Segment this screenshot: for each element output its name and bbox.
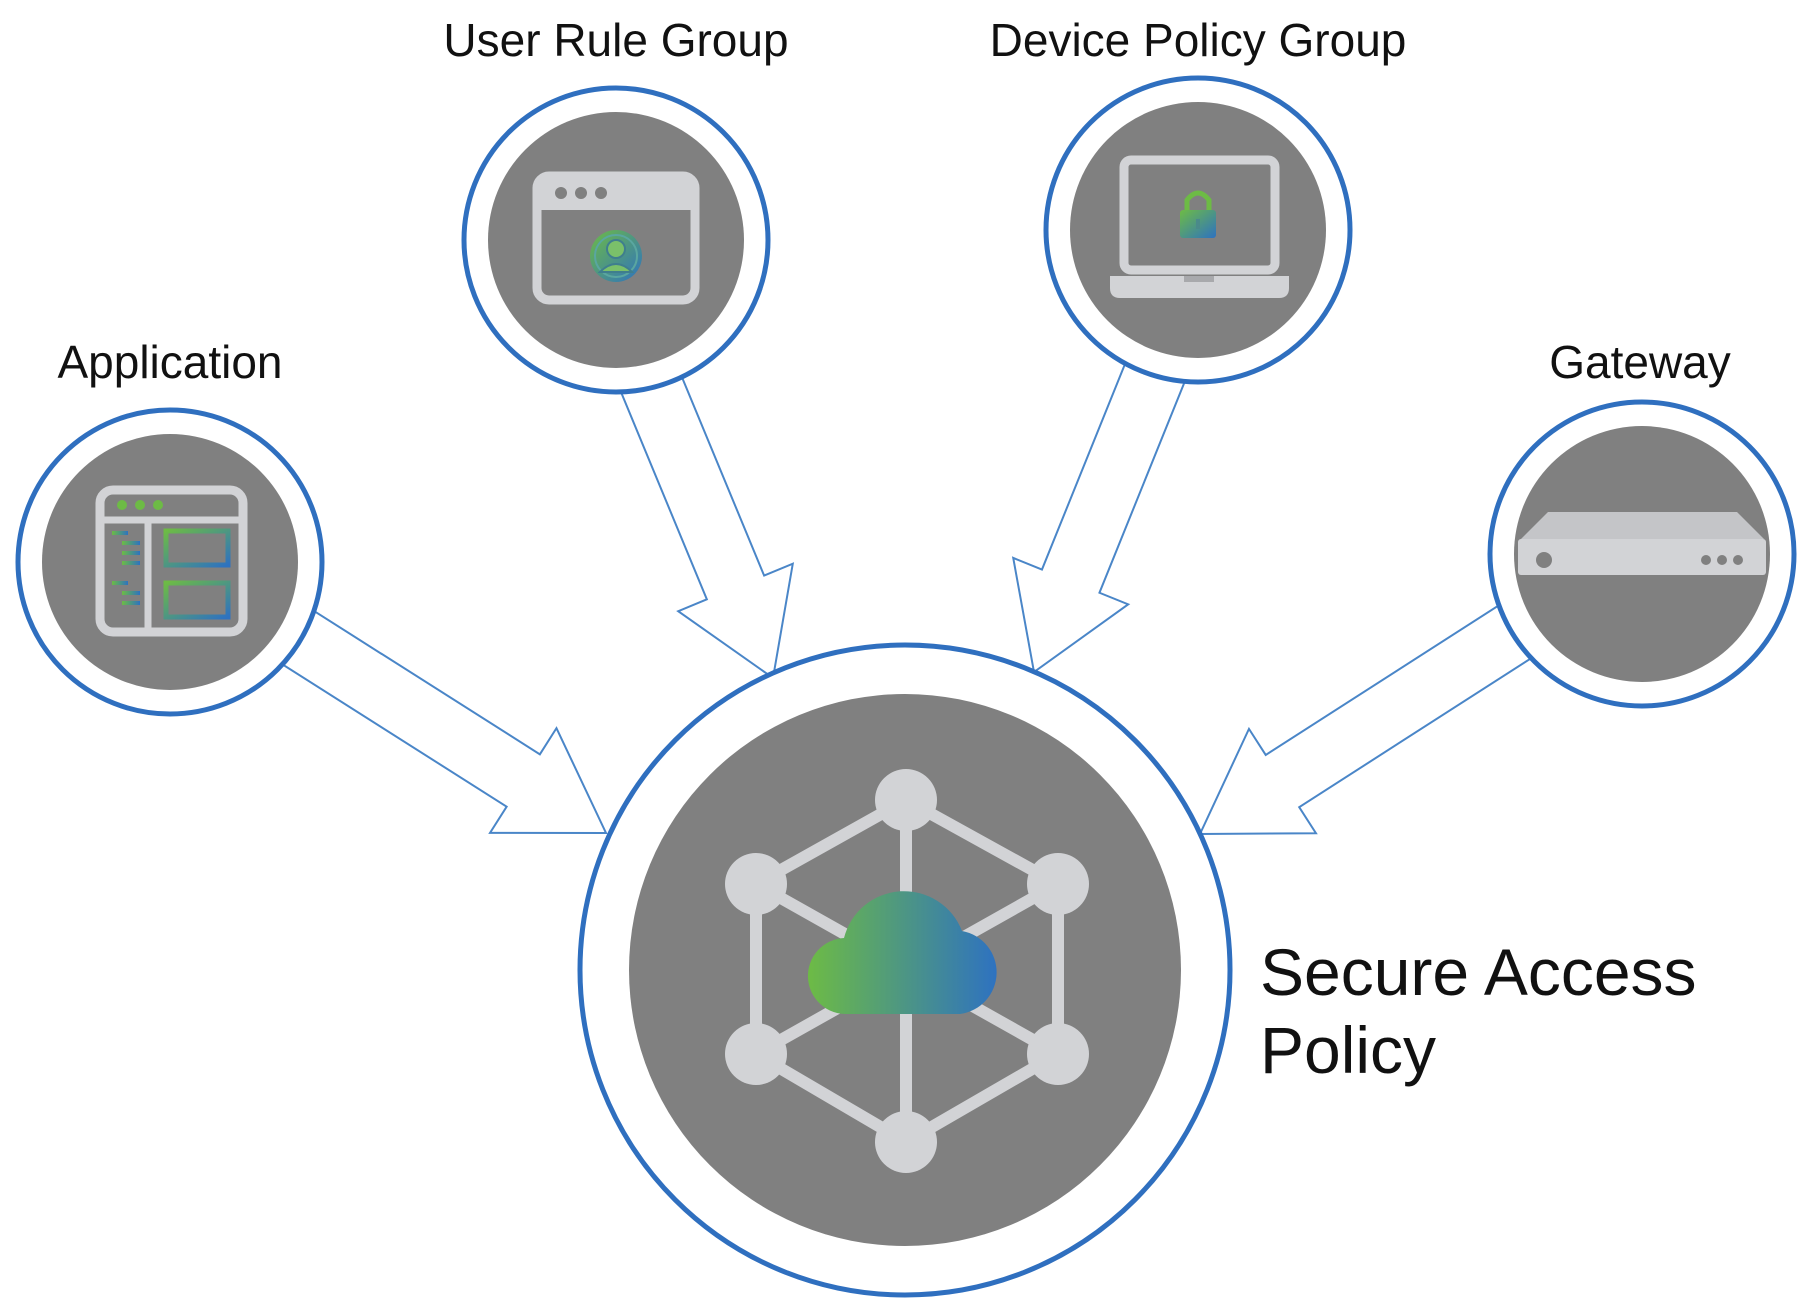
device-policy-group-node: Device Policy Group [990, 14, 1407, 385]
gateway-label: Gateway [1549, 336, 1731, 388]
gateway-appliance-icon [1518, 512, 1766, 575]
device-policy-group-label: Device Policy Group [990, 14, 1407, 66]
cloud-icon [807, 891, 997, 1015]
application-window-icon [95, 485, 248, 637]
application-label: Application [57, 336, 282, 388]
application-node: Application [15, 336, 325, 717]
secure-access-policy-label-line1: Secure Access [1260, 935, 1697, 1009]
secure-access-policy-label-line2: Policy [1260, 1013, 1436, 1087]
user-rule-group-node: User Rule Group [443, 14, 789, 395]
secure-access-policy-label: Secure Access [1260, 935, 1697, 1009]
user-rule-group-label: User Rule Group [443, 14, 788, 66]
secure-access-policy-label-second: Policy [1260, 1013, 1436, 1087]
laptop-lock-icon [1110, 155, 1289, 298]
gateway-node: Gateway [1487, 336, 1797, 709]
browser-user-icon [532, 171, 700, 305]
cloud-network-icon [725, 769, 1089, 1173]
secure-access-policy-node: Secure Access Policy [577, 642, 1697, 1298]
